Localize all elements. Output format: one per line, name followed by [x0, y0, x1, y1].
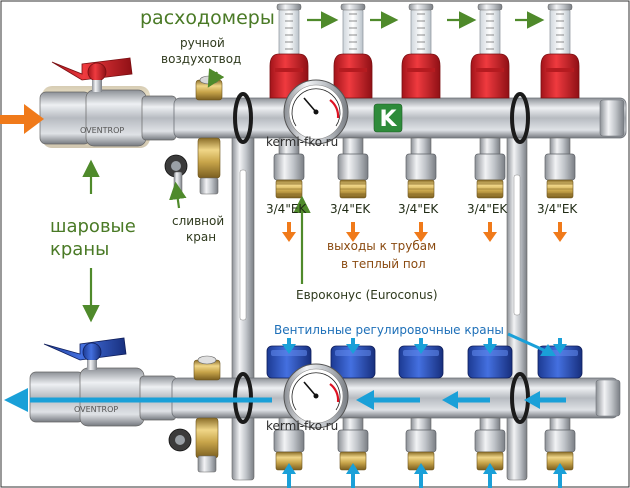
flow-arrows: [282, 222, 567, 488]
flowmeters-label: расходомеры: [140, 7, 275, 29]
return-outlet: [544, 417, 576, 471]
arrow-right-icon: [0, 104, 44, 134]
kermi-logo-icon: K: [373, 103, 403, 133]
fitting-label: 3/4"EK: [330, 202, 371, 216]
ball-valves-label-line2: краны: [50, 239, 110, 260]
arrow-down-icon: [346, 338, 360, 354]
arrow-up-icon: [346, 463, 360, 488]
supply-circuits: [269, 3, 580, 199]
fitting-label: 3/4"EK: [467, 202, 508, 216]
return-outlet: [405, 417, 437, 471]
valve-engraving-lower: OVENTROP: [74, 405, 118, 414]
red-flowmeter-cap: [540, 53, 580, 99]
flowmeter: [340, 3, 366, 57]
arrow-down-icon: [483, 222, 497, 242]
air-vent-label-line1: ручной: [180, 36, 225, 50]
arrow-up-icon: [483, 463, 497, 488]
watermark-upper: kermi-fko.ru: [266, 135, 338, 149]
supply-outlet: [405, 137, 437, 199]
fitting-label: 3/4"EK: [266, 202, 307, 216]
fitting-label: 3/4"EK: [537, 202, 578, 216]
arrow-up-icon: [282, 463, 296, 488]
fitting-label: 3/4"EK: [398, 202, 439, 216]
watermark-lower: kermi-fko.ru: [266, 419, 338, 433]
arrow-down-icon: [346, 222, 360, 242]
outlets-label-line2: в теплый пол: [341, 257, 426, 271]
return-outlet: [337, 417, 369, 471]
red-flowmeter-cap: [333, 53, 373, 99]
return-outlet: [273, 417, 305, 471]
euroconus-label: Евроконус (Euroconus): [296, 288, 438, 302]
supply-outlet: [544, 137, 576, 199]
arrow-left-icon: [4, 388, 566, 412]
arrow-down-icon: [282, 222, 296, 242]
return-circuits: [266, 345, 583, 471]
drain-label-line1: сливной: [172, 214, 225, 228]
red-flowmeter-cap: [470, 53, 510, 99]
ball-valves-label-line1: шаровые: [50, 216, 136, 237]
supply-outlet: [273, 137, 305, 199]
flowmeter: [477, 3, 503, 57]
return-outlet: [474, 417, 506, 471]
regulating-valves-label: Вентильные регулировочные краны: [274, 323, 504, 337]
logo-letter: K: [379, 107, 397, 132]
flowmeter: [408, 3, 434, 57]
red-flowmeter-cap: [401, 53, 441, 99]
arrow-up-icon: [414, 463, 428, 488]
arrow-up-icon: [553, 463, 567, 488]
supply-outlet: [474, 137, 506, 199]
drain-label-line2: кран: [186, 230, 217, 244]
arrow-down-icon: [414, 338, 428, 354]
outlets-label-line1: выходы к трубам: [327, 239, 437, 253]
flowmeter: [276, 3, 302, 57]
arrow-down-icon: [507, 332, 556, 356]
air-vent-label-line2: воздухотвод: [161, 52, 242, 66]
arrow-down-icon: [483, 338, 497, 354]
arrow-down-icon: [553, 338, 567, 354]
arrow-down-icon: [282, 338, 296, 354]
flowmeter: [547, 3, 573, 57]
arrow-down-icon: [553, 222, 567, 242]
drain-valve: [197, 137, 221, 179]
return-thermometer: [283, 363, 349, 429]
supply-outlet: [337, 137, 369, 199]
valve-engraving: OVENTROP: [80, 126, 124, 135]
supply-thermometer: [283, 79, 349, 145]
arrow-down-icon: [414, 222, 428, 242]
green-pointers: [82, 11, 545, 323]
